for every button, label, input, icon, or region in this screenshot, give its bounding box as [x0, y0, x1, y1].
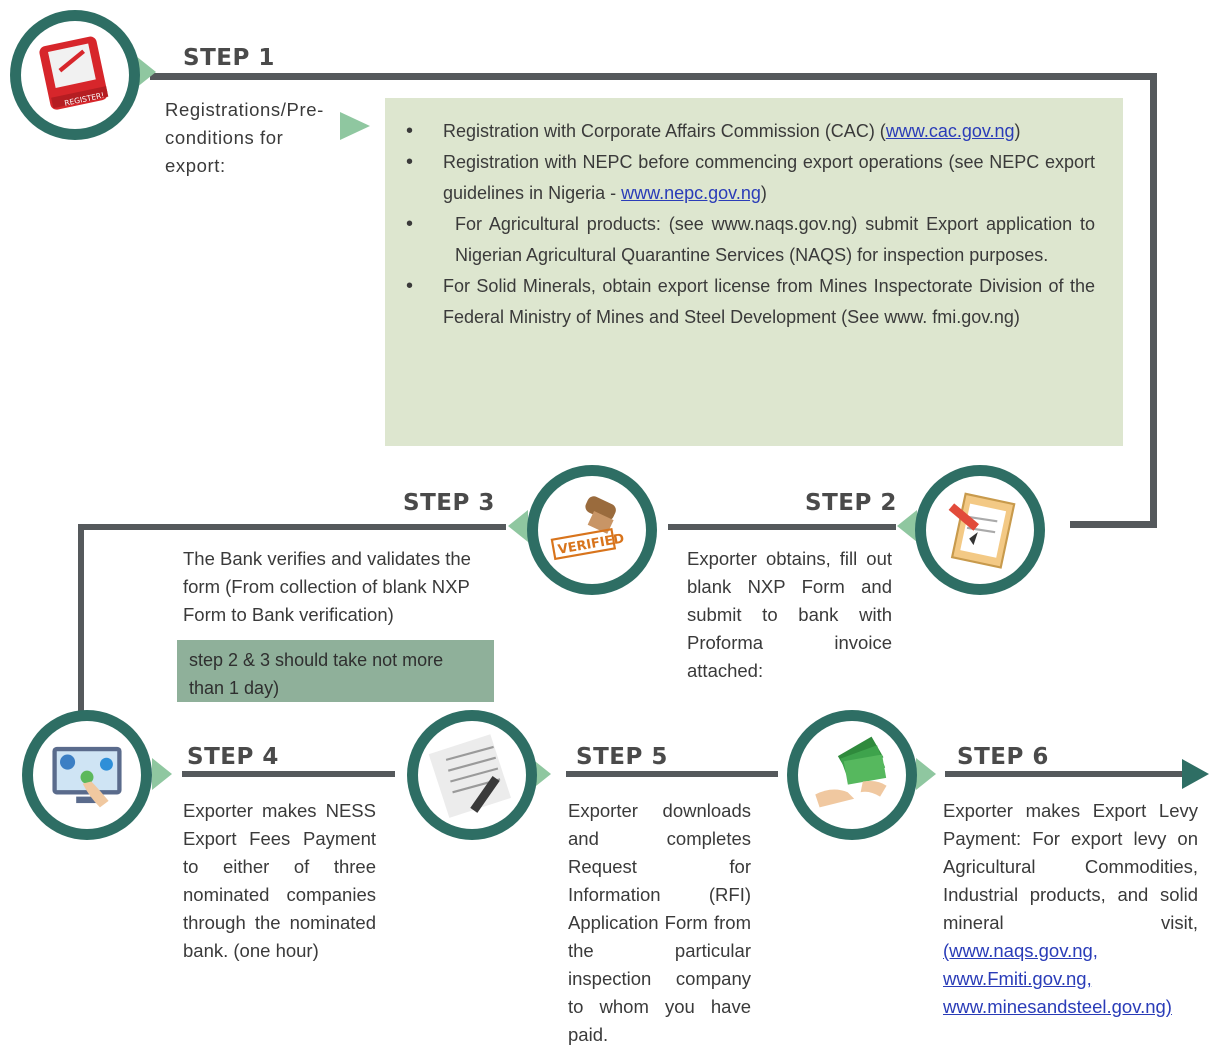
connector-step3-left — [78, 524, 506, 530]
step4-text: Exporter makes NESS Export Fees Payment … — [183, 800, 376, 961]
application-form-icon — [428, 734, 512, 818]
connector-step1-top — [150, 73, 1157, 80]
step2-title: STEP 2 — [805, 490, 897, 516]
register-stamp-icon: REGISTER! — [39, 36, 109, 110]
step6-title: STEP 6 — [957, 744, 1049, 770]
step1-text: Registrations/Pre-conditions for export: — [165, 99, 324, 176]
online-payment-icon — [52, 746, 122, 808]
step6-links[interactable]: (www.naqs.gov.ng, www.Fmiti.gov.ng, www.… — [943, 940, 1172, 1017]
connector-into-step2 — [1070, 521, 1157, 528]
connector-step2-step3 — [668, 524, 896, 530]
connector-step4 — [182, 771, 395, 777]
step6-text-main: Exporter makes Export Levy Payment: For … — [943, 800, 1198, 933]
step1-pointer — [136, 56, 156, 88]
connector-left-vertical — [78, 524, 84, 714]
precondition-item: •Registration with Corporate Affairs Com… — [406, 120, 1021, 142]
step5-text: Exporter downloads and completes Request… — [568, 800, 751, 1045]
step4-circle — [22, 710, 152, 840]
step2-text: Exporter obtains, fill out blank NXP For… — [687, 548, 892, 681]
connector-step5 — [566, 771, 778, 777]
preconditions-list: •Registration with Corporate Affairs Com… — [385, 116, 1123, 333]
step5-circle — [407, 710, 537, 840]
step6-text: Exporter makes Export Levy Payment: For … — [943, 797, 1198, 1021]
step3-circle: VERIFIED — [527, 465, 657, 595]
step2-pointer — [897, 510, 917, 542]
step3-text: The Bank verifies and validates the form… — [183, 548, 471, 625]
step6-pointer — [916, 758, 936, 790]
step4-pointer — [152, 758, 172, 790]
svg-text:VERIFIED: VERIFIED — [557, 531, 626, 557]
step3-title: STEP 3 — [403, 490, 495, 516]
step2-circle — [915, 465, 1045, 595]
step1-title: STEP 1 — [183, 45, 275, 71]
cac-link[interactable]: www.cac.gov.ng — [885, 121, 1015, 141]
preconditions-box: •Registration with Corporate Affairs Com… — [385, 98, 1123, 446]
step4-title: STEP 4 — [187, 744, 279, 770]
arrow-head-icon — [1182, 759, 1209, 789]
money-handover-icon — [815, 736, 887, 808]
step6-circle — [787, 710, 917, 840]
step1-circle: REGISTER! — [10, 10, 140, 140]
precondition-item: •For Solid Minerals, obtain export licen… — [406, 275, 1095, 327]
verified-stamp-icon: VERIFIED — [550, 496, 626, 561]
step3-pointer — [508, 510, 528, 542]
connector-right-vertical — [1150, 73, 1157, 528]
clipboard-pen-icon — [948, 492, 1016, 569]
preconditions-arrow-icon — [340, 112, 370, 140]
step5-title: STEP 5 — [576, 744, 668, 770]
precondition-item: •For Agricultural products: (see www.naq… — [406, 213, 1095, 265]
connector-step6 — [945, 771, 1185, 777]
precondition-item: •Registration with NEPC before commencin… — [406, 151, 1095, 203]
duration-note: step 2 & 3 should take not more than 1 d… — [177, 640, 494, 702]
nepc-link[interactable]: www.nepc.gov.ng — [621, 183, 761, 203]
